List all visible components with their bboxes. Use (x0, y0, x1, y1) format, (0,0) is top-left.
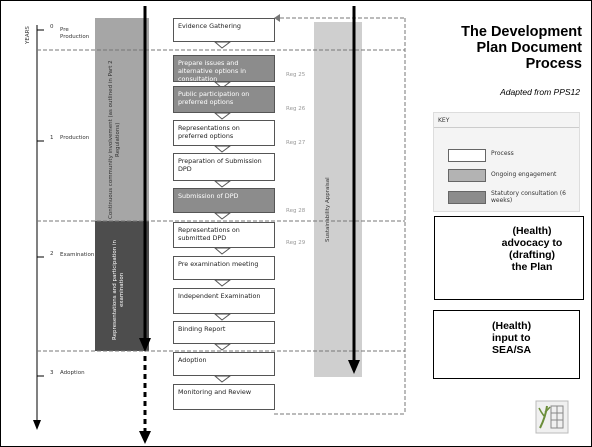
legend-key: KEY Process Ongoing engagement Statutory… (433, 112, 580, 212)
callout-input-text: (Health) input to SEA/SA (492, 320, 552, 356)
advocacy-line-2: advocacy to (501, 237, 563, 249)
box-independent-examination: Independent Examination (173, 288, 275, 314)
reg-27: Reg 27 (286, 140, 306, 146)
input-line-2: input to (492, 332, 531, 344)
box-monitoring-review: Monitoring and Review (173, 384, 275, 410)
box-public-participation: Public participation on preferred option… (173, 86, 275, 113)
box-preparation-submission: Preparation of Submission DPD (173, 153, 275, 181)
slide-subtitle: Adapted from PPS12 (500, 87, 580, 97)
key-swatch-statutory (448, 191, 486, 204)
title-line-3: Process (525, 56, 582, 72)
box-prepare-issues: Prepare issues and alternative options i… (173, 55, 275, 83)
box-representations-preferred: Representations on preferred options (173, 120, 275, 146)
phase-pre-production: Pre Production (60, 27, 90, 40)
year-3: 3 (50, 370, 54, 376)
community-involvement-bar (95, 18, 149, 221)
phase-adoption: Adoption (60, 370, 85, 376)
reg-26: Reg 26 (286, 106, 306, 112)
year-2: 2 (50, 251, 54, 257)
box-representations-submitted: Representations on submitted DPD (173, 222, 275, 248)
slide-title: The Development Plan Document Process (424, 24, 582, 72)
key-divider (434, 127, 579, 128)
axis-label: YEARS (25, 26, 31, 44)
box-pre-examination: Pre examination meeting (173, 256, 275, 280)
phase-production: Production (60, 135, 90, 141)
advocacy-line-3: (drafting) (508, 249, 556, 261)
key-label-statutory: Statutory consultation (6 weeks) (491, 190, 566, 204)
input-line-3: SEA/SA (492, 344, 532, 356)
box-adoption: Adoption (173, 352, 275, 376)
key-label-ongoing: Ongoing engagement (491, 171, 557, 178)
key-label-process: Process (491, 150, 514, 157)
callout-input: (Health) input to SEA/SA (433, 310, 580, 379)
box-evidence-gathering: Evidence Gathering (173, 18, 275, 42)
callout-advocacy: (Health) advocacy to (drafting) the Plan (434, 216, 584, 300)
key-swatch-process (448, 149, 486, 162)
box-binding-report: Binding Report (173, 321, 275, 344)
callout-advocacy-text: (Health) advocacy to (drafting) the Plan (485, 225, 579, 273)
key-swatch-ongoing (448, 169, 486, 182)
examination-bar (95, 221, 149, 351)
input-line-1: (Health) (492, 320, 532, 332)
title-line-2: Plan Document (476, 40, 582, 56)
reg-28: Reg 28 (286, 208, 306, 214)
logo-icon (535, 400, 569, 434)
reg-29: Reg 29 (286, 240, 306, 246)
year-0: 0 (50, 24, 54, 30)
advocacy-line-4: the Plan (511, 261, 553, 273)
title-line-1: The Development (461, 24, 582, 40)
key-heading: KEY (438, 117, 450, 124)
phase-examination: Examination (60, 252, 95, 258)
box-submission-dpd: Submission of DPD (173, 188, 275, 213)
year-1: 1 (50, 135, 54, 141)
reg-25: Reg 25 (286, 72, 306, 78)
advocacy-line-1: (Health) (512, 225, 552, 237)
